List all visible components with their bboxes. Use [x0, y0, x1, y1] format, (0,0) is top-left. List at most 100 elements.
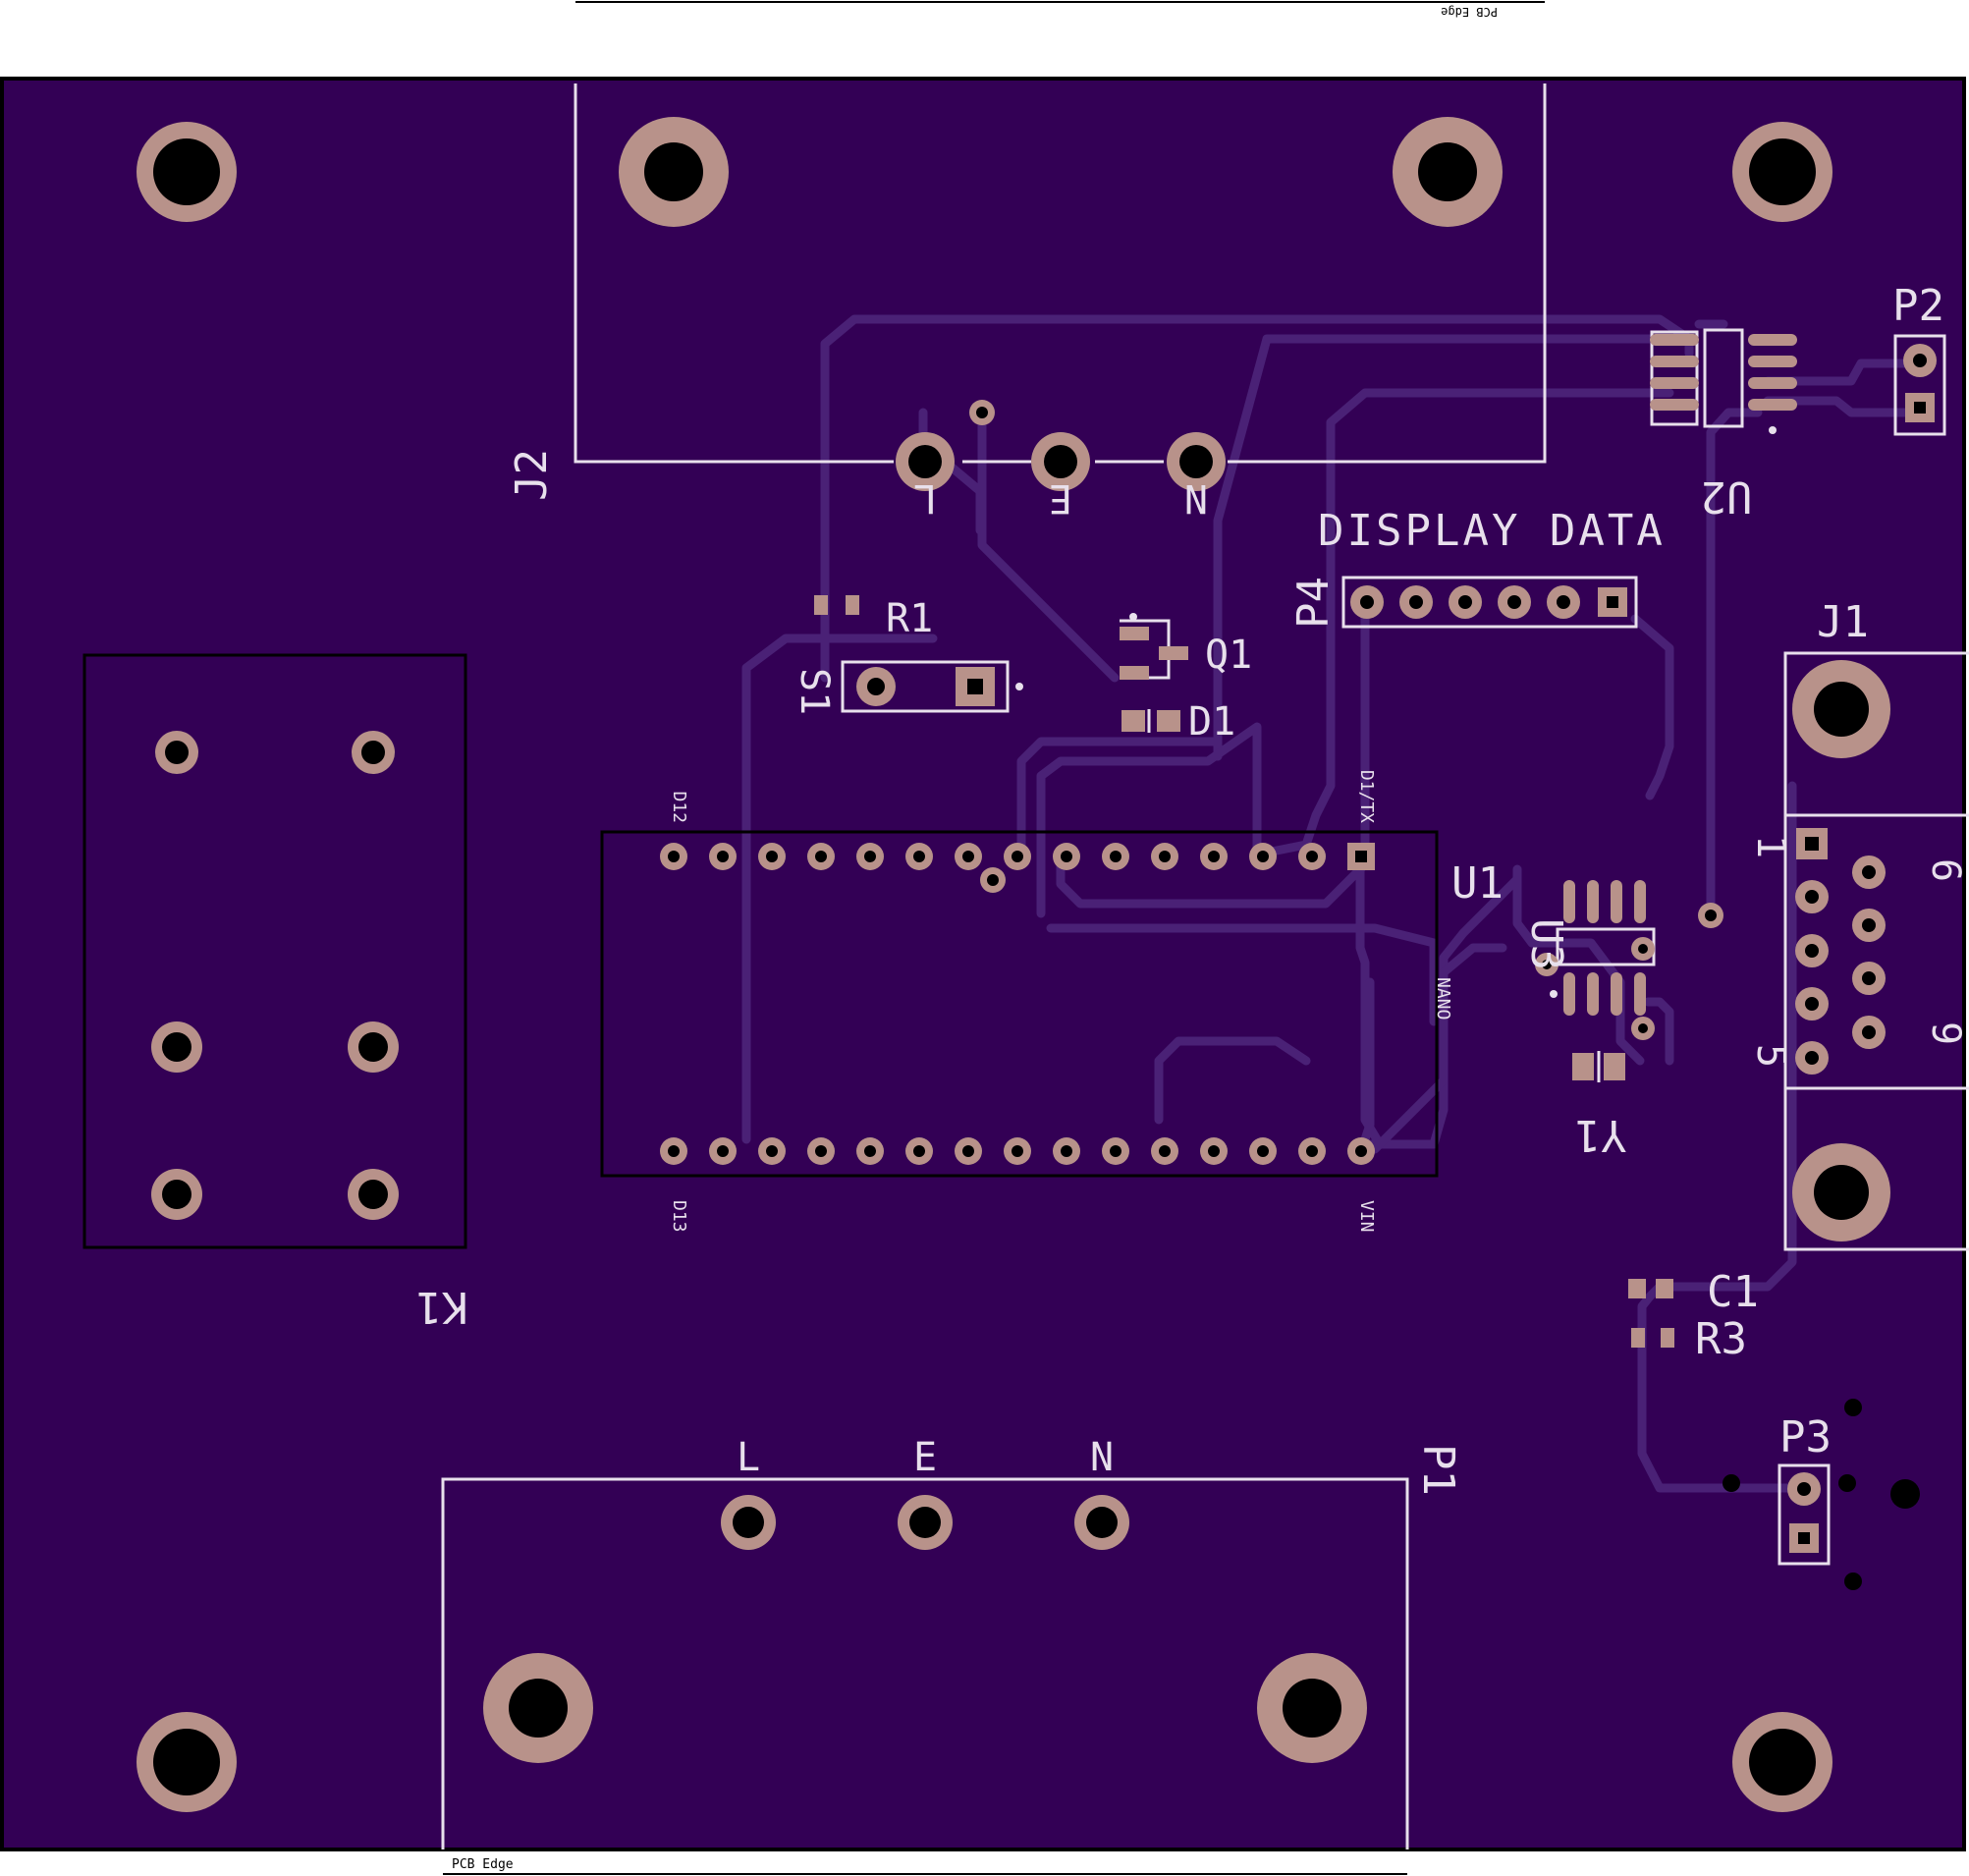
- j2-pin-drill: [908, 445, 942, 478]
- u2-pad: [1650, 377, 1699, 389]
- s1-pin-drill: [867, 678, 885, 695]
- c1-refdes: C1: [1707, 1267, 1759, 1317]
- k1-refdes: K1: [416, 1282, 468, 1332]
- p1-outline: [441, 1477, 1409, 1849]
- u2-outline: [1650, 330, 1699, 426]
- u3-pad: [1587, 880, 1599, 923]
- u1-label-d1tx: D1/TX: [1356, 770, 1377, 823]
- module-u1: D12 D1/TX D13 VIN NANO U1: [600, 770, 1504, 1233]
- j2-pin-label: L: [913, 475, 937, 521]
- p1-pin-drill: [733, 1507, 764, 1538]
- u1-outline: [600, 830, 1439, 1178]
- connector-j1: 1 5 6 9 J1: [1748, 597, 1969, 1251]
- y1-pad: [1572, 1053, 1594, 1080]
- u2-pad: [1650, 334, 1699, 346]
- u1-pin-drill: [668, 851, 680, 862]
- s1-pin1-dot: [1015, 683, 1023, 690]
- u1-pin-drill: [1257, 851, 1269, 862]
- u2-pad: [1748, 399, 1797, 411]
- u2-pad: [1748, 356, 1797, 367]
- j1-pin-drill: [1862, 971, 1876, 985]
- crystal-y1: Y1: [1572, 1051, 1626, 1160]
- u1-pin-drill: [1159, 1145, 1171, 1157]
- j1-mount-drill: [1814, 682, 1869, 737]
- resistor-r3: R3: [1631, 1314, 1747, 1364]
- drill-dot: [1838, 1474, 1856, 1492]
- p1-mount-drill: [509, 1679, 568, 1738]
- relay-k1: K1: [82, 653, 468, 1332]
- p2-refdes: P2: [1892, 281, 1944, 331]
- j2-mount-drill: [644, 142, 703, 201]
- u1-pin-drill: [1306, 1145, 1318, 1157]
- via-drill: [1705, 910, 1717, 921]
- r3-refdes: R3: [1695, 1314, 1747, 1364]
- p1-pin-label: N: [1090, 1435, 1114, 1480]
- j2-pin-drill: [1179, 445, 1213, 478]
- p1-pin-label: L: [737, 1435, 760, 1480]
- p4-pin-drill: [1557, 595, 1570, 609]
- k1-pin-drill: [165, 741, 189, 764]
- k1-pin-drill: [162, 1032, 191, 1062]
- mounting-hole-drill: [153, 1729, 220, 1795]
- via-drill: [1638, 1023, 1648, 1033]
- p4-outline: [1341, 576, 1638, 629]
- c1-pad: [1656, 1279, 1673, 1298]
- u1-pin-drill: [913, 1145, 925, 1157]
- p3-refdes: P3: [1779, 1412, 1832, 1462]
- header-p2: P2: [1892, 281, 1946, 436]
- header-p4: P4: [1288, 576, 1638, 629]
- u1-pin-drill: [913, 851, 925, 862]
- traces: [741, 314, 1920, 1493]
- via-drill: [1542, 960, 1552, 969]
- u1-pin-drill: [1208, 1145, 1220, 1157]
- u1-label-vin: VIN: [1356, 1200, 1377, 1233]
- p4-pin-drill: [1458, 595, 1472, 609]
- u2-body: [1703, 328, 1744, 428]
- ic-u3: U3: [1521, 880, 1656, 1040]
- q1-pad: [1120, 627, 1149, 640]
- y1-refdes: Y1: [1575, 1110, 1627, 1160]
- bottom-edge-label: PCB Edge: [452, 1857, 514, 1872]
- u1-pin-drill: [1061, 851, 1072, 862]
- c1-pad: [1628, 1279, 1646, 1298]
- u1-pin-drill: [864, 1145, 876, 1157]
- j1-outline: [1783, 651, 1969, 1251]
- p4-pin-drill: [1507, 595, 1521, 609]
- u3-pad: [1563, 972, 1575, 1016]
- k1-pin-drill: [358, 1180, 388, 1209]
- u3-pad: [1611, 972, 1622, 1016]
- via-drill: [976, 407, 988, 418]
- p2-pin-drill: [1914, 402, 1926, 414]
- drill-dot: [1890, 1479, 1920, 1509]
- connector-j2: L E N J2: [507, 83, 1547, 521]
- u1-pin-drill: [962, 1145, 974, 1157]
- u3-pad: [1563, 880, 1575, 923]
- u1-pin-drill: [1208, 851, 1220, 862]
- d1-pad: [1157, 710, 1180, 732]
- u3-pad: [1587, 972, 1599, 1016]
- u1-pin-drill: [1355, 1145, 1367, 1157]
- s1-pin-drill: [967, 679, 983, 694]
- u1-pin-drill: [1012, 851, 1023, 862]
- connector-p1: L E N P1: [441, 1435, 1463, 1849]
- drill-dot: [1844, 1399, 1862, 1416]
- diode-d1: D1: [1121, 699, 1235, 745]
- k1-pin-drill: [358, 1032, 388, 1062]
- j2-outline: [1228, 83, 1547, 464]
- u1-pin-drill: [766, 1145, 778, 1157]
- p4-pin-drill: [1409, 595, 1423, 609]
- j1-pin-drill: [1862, 1025, 1876, 1039]
- j1-pin-drill: [1805, 997, 1819, 1011]
- mounting-hole-drill: [1749, 1729, 1816, 1795]
- u1-pin-drill: [1306, 851, 1318, 862]
- j2-mount-drill: [1418, 142, 1477, 201]
- u2-pad: [1650, 399, 1699, 411]
- j2-pin-label: E: [1049, 475, 1072, 521]
- p3-pin-drill: [1797, 1482, 1811, 1496]
- u1-label-nano: NANO: [1433, 977, 1453, 1020]
- u3-pad: [1634, 880, 1646, 923]
- u2-pad: [1748, 334, 1797, 346]
- top-edge-label: PCB Edge: [1441, 5, 1498, 19]
- drill-dot: [1844, 1573, 1862, 1590]
- u1-pin-drill: [864, 851, 876, 862]
